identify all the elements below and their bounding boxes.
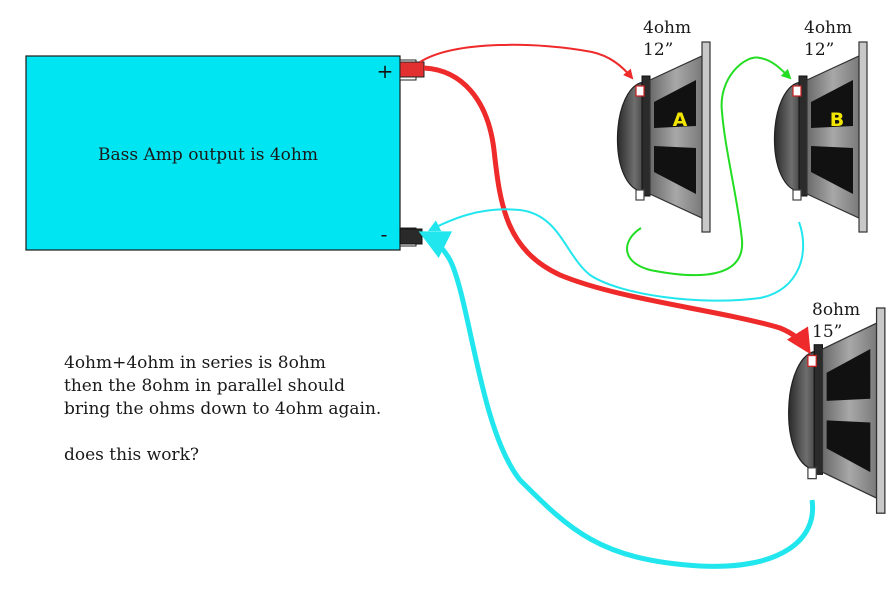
wire-speaker-c-minus-to-amp-minus <box>418 231 816 569</box>
speaker-c-ohm: 8ohm <box>812 300 860 320</box>
amp-minus-sign: - <box>381 222 388 246</box>
speaker-a-ohm: 4ohm <box>643 18 691 38</box>
note-line-1: 4ohm+4ohm in series is 8ohm <box>64 353 326 373</box>
question-note: 4ohm+4ohm in series is 8ohm then the 8oh… <box>64 352 424 467</box>
speaker-b-size: 12” <box>804 40 834 60</box>
amp-plus-terminal <box>399 61 425 78</box>
amp-minus-terminal <box>399 228 423 245</box>
speaker-c-size: 15” <box>812 322 842 342</box>
bass-amp: Bass Amp output is 4ohm + - <box>25 55 425 251</box>
speaker-a: A <box>616 41 711 233</box>
speaker-b-ohm: 4ohm <box>804 18 852 38</box>
wire-amp-plus-to-speaker-a <box>419 43 634 80</box>
speaker-a-letter: A <box>673 109 688 131</box>
wire-speaker-b-minus-to-amp-minus <box>427 208 805 302</box>
note-line-3: bring the ohms down to 4ohm again. <box>64 399 382 419</box>
note-spacer <box>64 421 424 444</box>
amp-label: Bass Amp output is 4ohm <box>98 145 318 165</box>
speaker-b: B <box>773 41 868 233</box>
amp-plus-sign: + <box>377 59 394 83</box>
speaker-b-letter: B <box>830 109 844 131</box>
wire-speaker-a-minus-to-speaker-b-plus <box>626 56 792 277</box>
note-line-2: then the 8ohm in parallel should <box>64 376 345 396</box>
amp-body <box>25 55 401 251</box>
wire-amp-plus-to-speaker-c <box>423 65 811 355</box>
note-line-4: does this work? <box>64 445 199 465</box>
speaker-a-size: 12” <box>643 40 673 60</box>
